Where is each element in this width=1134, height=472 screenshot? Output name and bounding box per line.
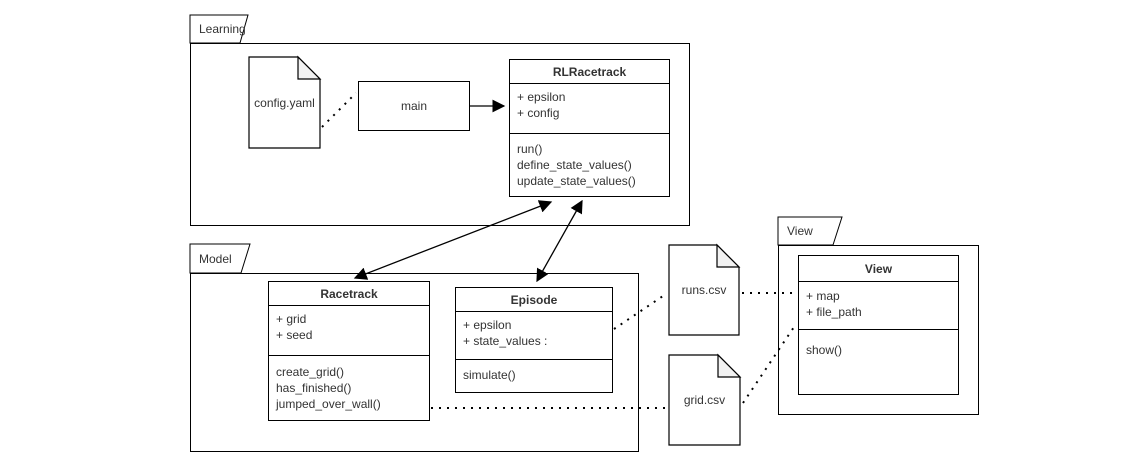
attribute-line: + epsilon xyxy=(517,90,566,104)
class-episode-title: Episode xyxy=(456,288,612,312)
attribute-line: + file_path xyxy=(806,305,862,319)
attribute-line: + seed xyxy=(276,328,313,342)
package-model xyxy=(190,273,639,452)
class-rlracetrack-attributes: + epsilon + config xyxy=(510,84,669,134)
runs-csv-file-icon xyxy=(668,243,741,336)
class-racetrack-title: Racetrack xyxy=(269,282,429,306)
attribute-line: + grid xyxy=(276,312,307,326)
attribute-line: + map xyxy=(806,289,840,303)
method-line: show() xyxy=(806,343,843,357)
class-rlracetrack-methods: run() define_state_values() update_state… xyxy=(510,134,669,196)
class-racetrack: Racetrack + grid + seed create_grid() ha… xyxy=(268,281,430,421)
class-episode-methods: simulate() xyxy=(456,360,612,392)
method-line: jumped_over_wall() xyxy=(276,397,381,411)
class-racetrack-attributes: + grid + seed xyxy=(269,306,429,356)
package-model-label: Model xyxy=(199,251,232,266)
method-line: define_state_values() xyxy=(517,158,632,172)
main-node: main xyxy=(358,81,470,131)
package-view xyxy=(778,245,979,415)
method-line: create_grid() xyxy=(276,365,345,379)
grid-csv-file-label: grid.csv xyxy=(683,393,726,407)
config-yaml-file-icon xyxy=(248,55,322,149)
attribute-line: + config xyxy=(517,106,560,120)
edge-rlracetrack-racetrack xyxy=(353,200,553,280)
package-view-label: View xyxy=(787,224,813,238)
runs-csv-file-label: runs.csv xyxy=(681,283,727,297)
method-line: update_state_values() xyxy=(517,174,636,188)
edge-config-yaml-to-main xyxy=(321,92,357,128)
grid-csv-file-icon xyxy=(668,353,742,446)
method-line: run() xyxy=(517,142,543,156)
class-racetrack-methods: create_grid() has_finished() jumped_over… xyxy=(269,356,429,420)
class-episode: Episode + epsilon + state_values : simul… xyxy=(455,287,613,393)
class-view: View + map + file_path show() xyxy=(798,255,959,395)
class-view-attributes: + map + file_path xyxy=(799,282,958,330)
class-view-title: View xyxy=(799,256,958,282)
edge-rlracetrack-episode xyxy=(536,199,583,283)
class-view-methods: show() xyxy=(799,330,958,394)
attribute-line: + epsilon xyxy=(463,318,512,332)
package-learning-label: Learning xyxy=(199,22,246,36)
class-rlracetrack-title: RLRacetrack xyxy=(510,60,669,84)
method-line: simulate() xyxy=(463,368,516,382)
attribute-line: + state_values : xyxy=(463,334,548,348)
package-learning xyxy=(190,43,690,226)
main-node-label: main xyxy=(400,99,427,113)
class-episode-attributes: + epsilon + state_values : xyxy=(456,312,612,360)
config-yaml-file-label: config.yaml xyxy=(254,95,315,110)
method-line: has_finished() xyxy=(276,381,352,395)
class-rlracetrack: RLRacetrack + epsilon + config run() def… xyxy=(509,59,670,197)
